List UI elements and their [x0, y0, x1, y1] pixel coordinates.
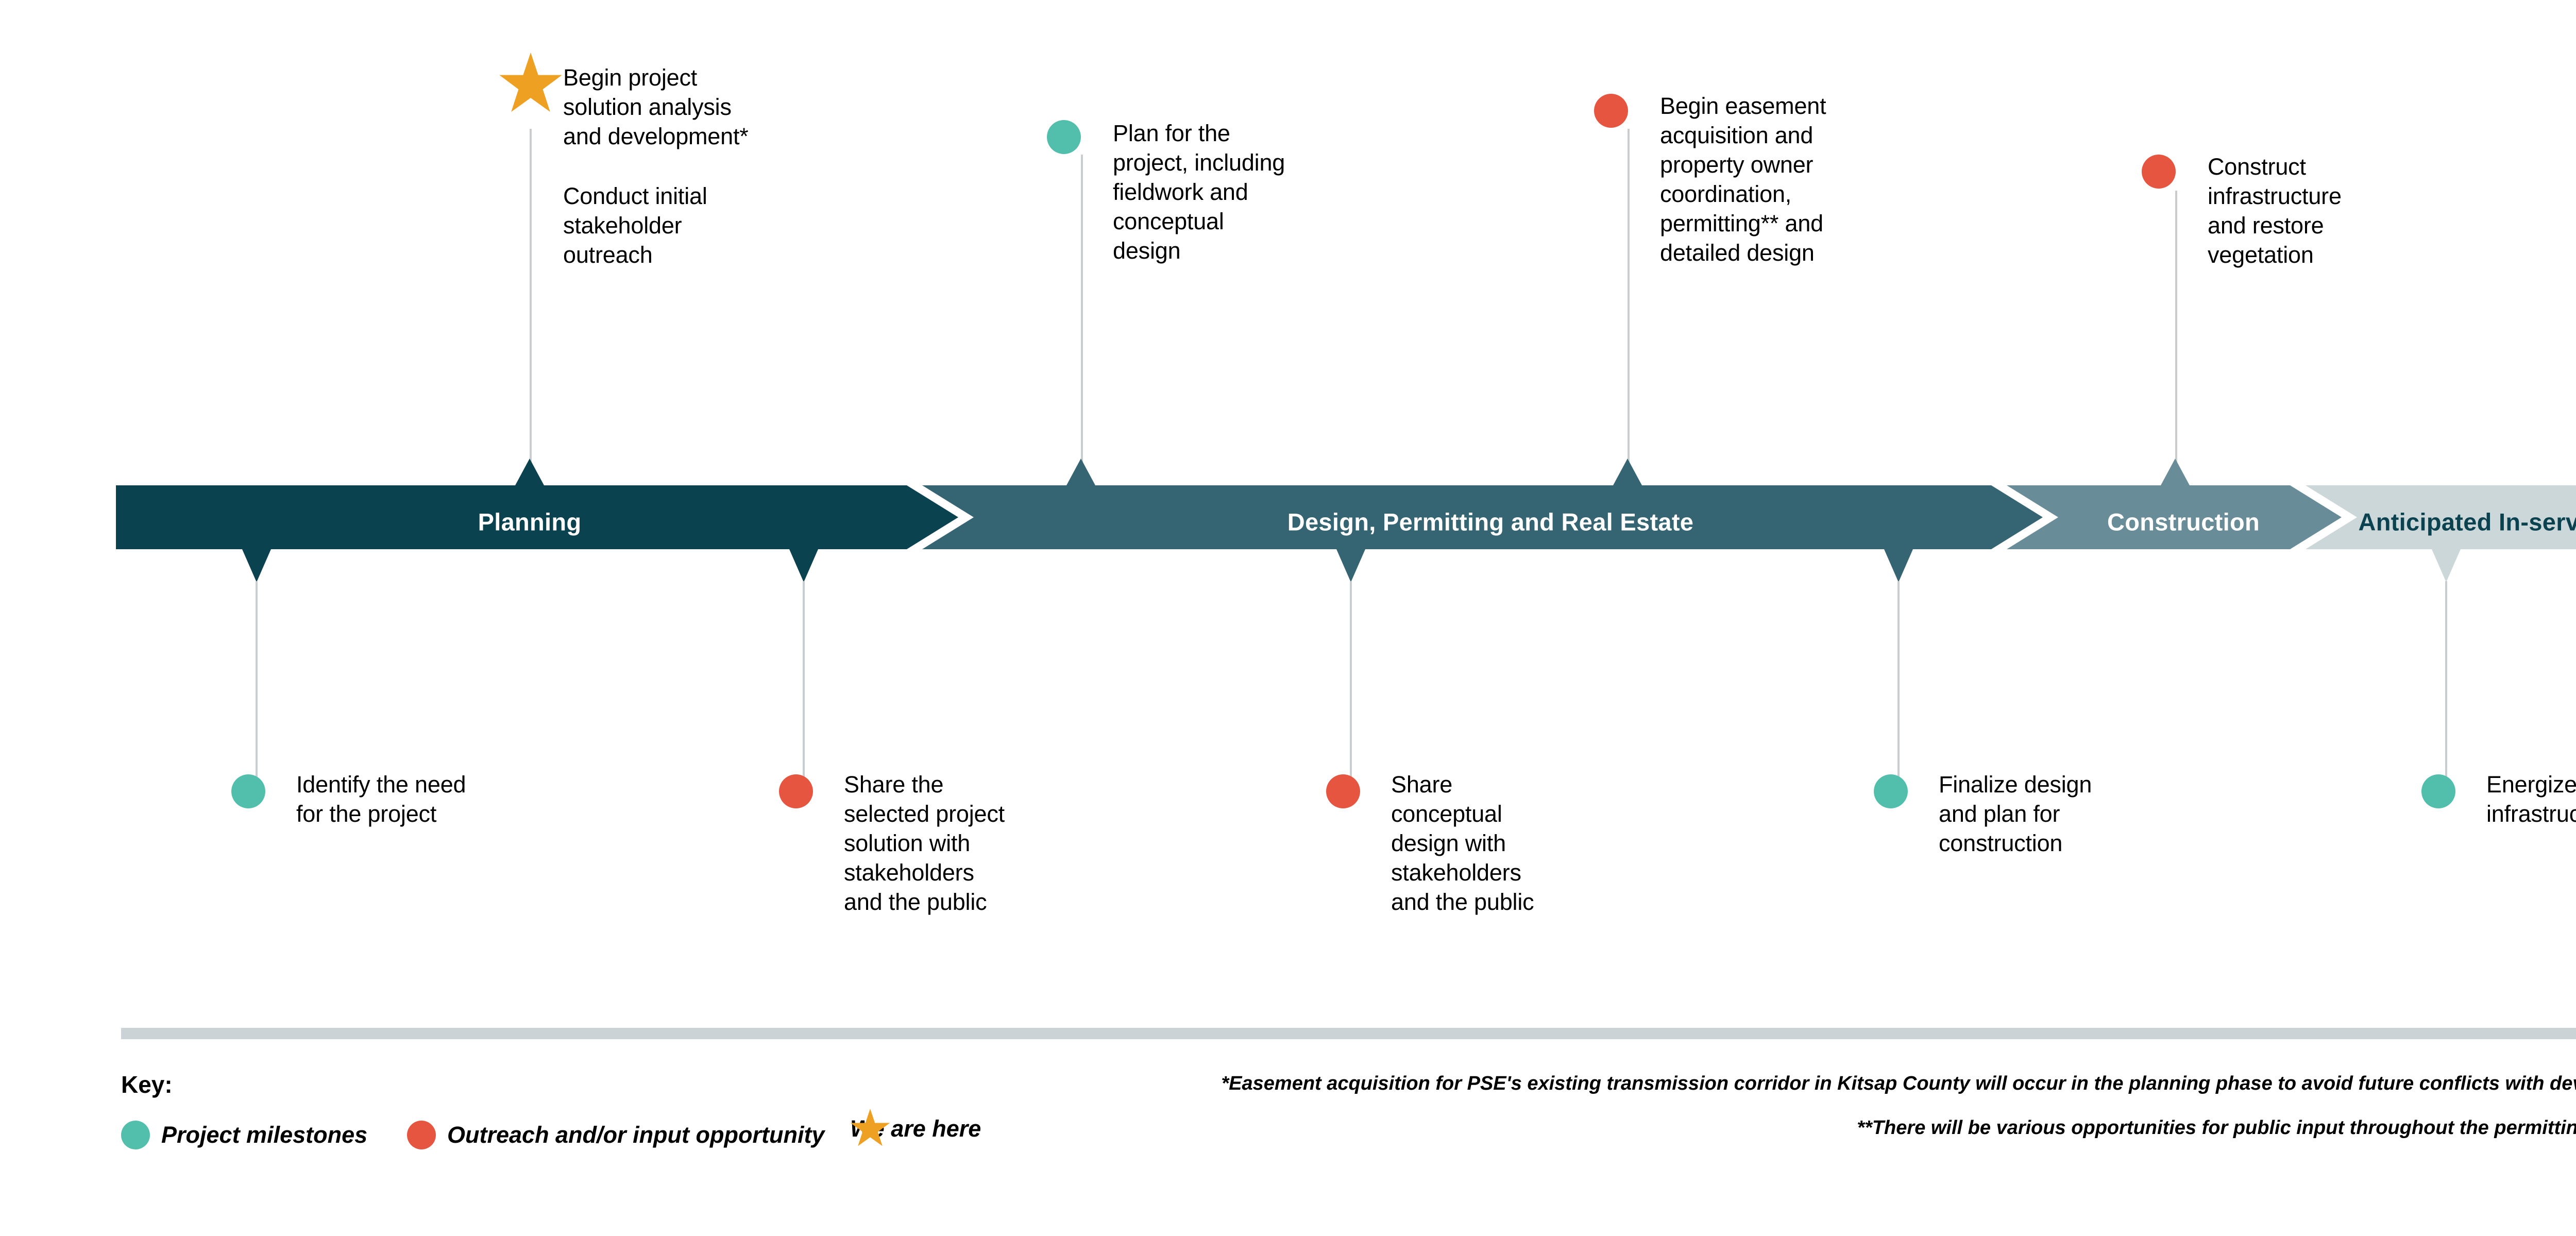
circle-teal-icon [121, 1121, 150, 1149]
callout-construct-infrastructure: Construct infrastructure and restore veg… [2208, 154, 2342, 268]
connector-stem-above-1 [530, 129, 532, 484]
key-item-we-are-here[interactable]: We are here [850, 1109, 981, 1146]
callout-conduct-initial-stakeholder-outreach: Conduct initial stakeholder outreach [563, 183, 707, 268]
outreach-marker-red-2 [2142, 155, 2176, 189]
outreach-marker-red-1 [1594, 94, 1628, 128]
connector-stem-above-2 [1081, 155, 1083, 484]
connector-stem-above-4 [2175, 191, 2177, 484]
connector-stem-below-1 [256, 581, 258, 787]
phase-planning[interactable] [116, 459, 958, 582]
phase-label-anticipated-in-service: Anticipated In-service [2358, 508, 2576, 536]
connector-stem-above-3 [1628, 129, 1630, 484]
callout-identify-the-need: Identify the need for the project [296, 771, 466, 827]
footnote-permitting-public-input: **There will be various opportunities fo… [1857, 1117, 2576, 1139]
phase-anticipated-in-service[interactable] [2306, 485, 2576, 582]
connector-stem-below-5 [2445, 581, 2447, 787]
key-item-project-milestones[interactable]: Project milestones [121, 1121, 367, 1149]
key-label-outreach-opportunity: Outreach and/or input opportunity [447, 1122, 825, 1148]
phase-design-permitting-real-estate[interactable] [922, 459, 2043, 582]
milestone-marker-teal-2 [231, 774, 265, 808]
phase-construction[interactable] [2007, 459, 2342, 549]
callout-energize-infrastructure: Energize infrastructure [2486, 771, 2576, 827]
milestone-marker-teal-4 [2421, 774, 2455, 808]
key-label-project-milestones: Project milestones [161, 1122, 368, 1148]
milestone-marker-teal-1 [1047, 120, 1081, 154]
milestone-marker-teal-3 [1874, 774, 1908, 808]
circle-red-icon [407, 1121, 436, 1149]
phase-label-planning: Planning [478, 508, 582, 536]
callout-finalize-design: Finalize design and plan for constructio… [1939, 771, 2092, 856]
key-title: Key: [121, 1071, 173, 1098]
callout-plan-for-the-project: Plan for the project, including fieldwor… [1113, 120, 1285, 264]
phase-label-design-permitting-real-estate: Design, Permitting and Real Estate [1287, 508, 1694, 536]
footnote-easement-acquisition: *Easement acquisition for PSE's existing… [1221, 1073, 2576, 1094]
key-item-outreach-opportunity[interactable]: Outreach and/or input opportunity [407, 1121, 824, 1149]
connector-stem-below-2 [803, 581, 805, 787]
section-divider [121, 1028, 2576, 1039]
outreach-marker-red-4 [1326, 774, 1360, 808]
callout-share-selected-project-solution: Share the selected project solution with… [844, 771, 1005, 915]
callout-begin-easement-acquisition: Begin easement acquisition and property … [1660, 93, 1826, 266]
phase-label-construction: Construction [2107, 508, 2260, 536]
callout-share-conceptual-design: Share conceptual design with stakeholder… [1391, 771, 1534, 915]
phase-timeline-bar [116, 459, 2576, 582]
outreach-marker-red-3 [779, 774, 813, 808]
connector-stem-below-4 [1897, 581, 1900, 787]
callout-begin-project-solution-analysis: Begin project solution analysis and deve… [563, 64, 749, 149]
connector-stem-below-3 [1350, 581, 1352, 787]
